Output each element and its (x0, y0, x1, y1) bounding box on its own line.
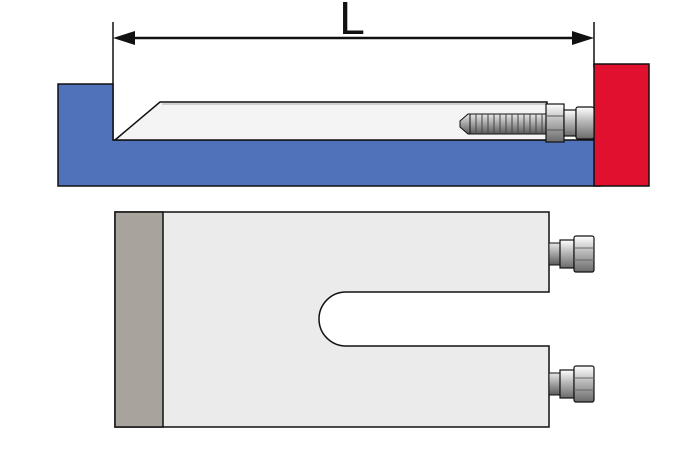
side-screw (459, 103, 595, 143)
top-view (114, 211, 595, 428)
dimension-l: L (112, 0, 595, 140)
dimension-arrow-left (113, 31, 135, 45)
upper-screw-shank (548, 242, 562, 266)
screw-head (575, 106, 595, 140)
socket-head-cap-screw-icon (548, 365, 595, 403)
side-view (57, 63, 650, 187)
upper-screw-head (573, 235, 595, 273)
washer (563, 109, 577, 137)
plate-end-block (114, 211, 164, 428)
lower-screw-shank (548, 372, 562, 396)
socket-head-cap-screw-icon (548, 235, 595, 273)
dimension-label: L (339, 0, 365, 44)
dimension-arrow-right (572, 31, 594, 45)
slotted-plate (114, 211, 550, 428)
wedge-blade (112, 101, 548, 141)
lower-screw-head (573, 365, 595, 403)
end-stop (593, 63, 650, 187)
lock-nut (545, 103, 565, 143)
upper-screw-nut (559, 239, 575, 269)
lower-screw-nut (559, 369, 575, 399)
